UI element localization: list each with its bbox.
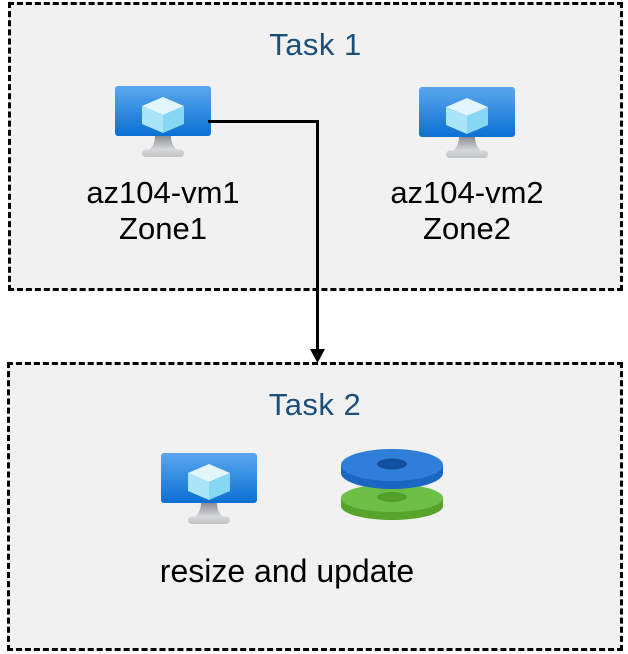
vm-name-label: az104-vm2 [390, 175, 544, 210]
task2-caption: resize and update [159, 553, 415, 589]
vm-zone-label: Zone1 [119, 211, 207, 246]
virtual-machine-icon [161, 453, 257, 524]
task2-title: Task 2 [268, 387, 362, 422]
task2-box: Task 2 resize and update [7, 362, 623, 651]
task1-title: Task 1 [269, 27, 362, 62]
task1-box: Task 1 az104-vm1 Zone1 az104-vm2 [8, 2, 623, 291]
arrowhead-down-icon [310, 349, 325, 363]
vm1-label: az104-vm1 Zone1 [63, 175, 263, 247]
managed-disks-icon [341, 449, 443, 520]
virtual-machine-icon [115, 86, 211, 157]
virtual-machine-icon [419, 87, 515, 158]
vm-name-label: az104-vm1 [86, 175, 240, 210]
vm2-label: az104-vm2 Zone2 [367, 175, 567, 247]
vm-zone-label: Zone2 [423, 211, 511, 246]
